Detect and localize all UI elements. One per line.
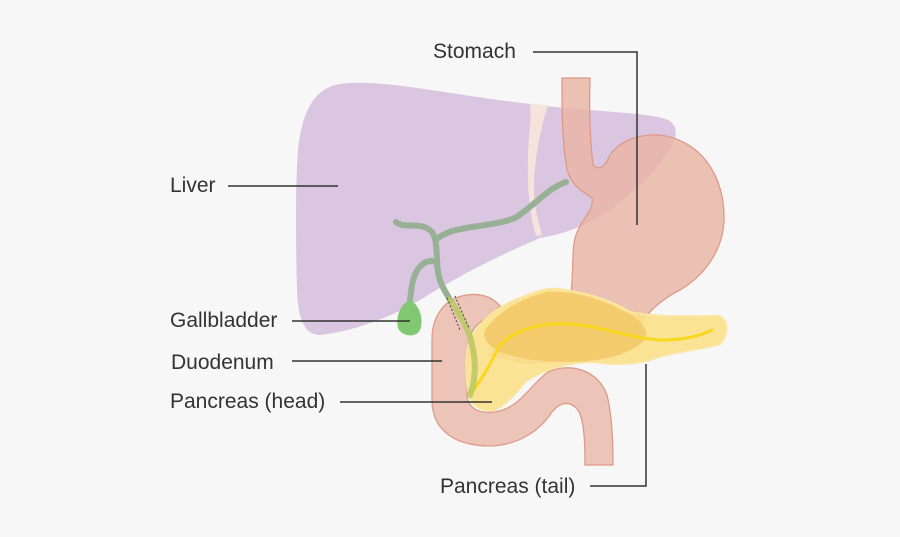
leader-pancreas-tail — [590, 364, 647, 487]
label-pancreas-tail: Pancreas (tail) — [440, 475, 576, 498]
leader-lines — [228, 51, 647, 487]
duct-dotted-lines — [446, 295, 470, 331]
label-pancreas-head: Pancreas (head) — [170, 390, 326, 413]
label-gallbladder: Gallbladder — [170, 309, 278, 332]
label-duodenum: Duodenum — [171, 351, 274, 374]
leader-stomach — [533, 51, 638, 225]
bile-duct — [393, 179, 569, 303]
pancreas-overlap — [484, 291, 647, 362]
gallbladder-shape — [397, 300, 422, 336]
label-stomach: Stomach — [433, 40, 516, 63]
pancreatic-duct — [470, 322, 714, 394]
common-bile-duct — [447, 297, 478, 398]
label-liver: Liver — [170, 174, 216, 197]
